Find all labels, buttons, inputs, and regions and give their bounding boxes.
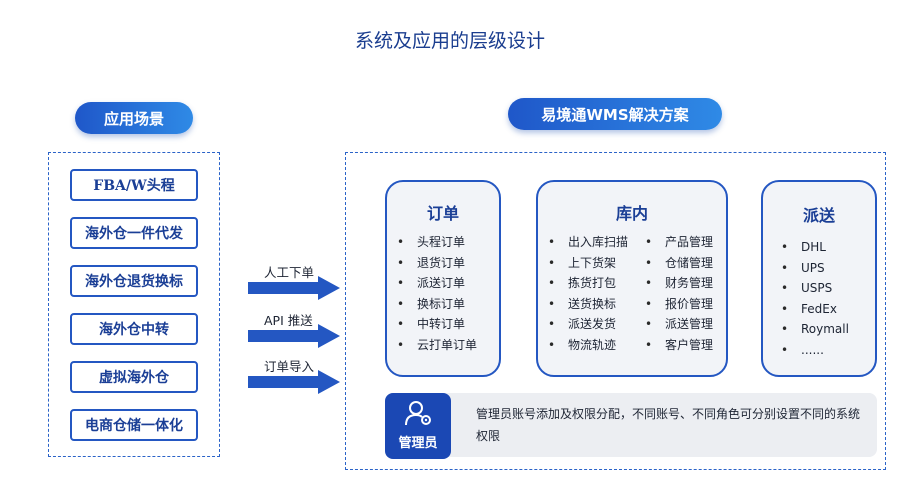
list-item: 换标订单 [397,294,477,315]
diagram-title: 系统及应用的层级设计 [354,30,545,52]
warehouse-list-right: 产品管理 仓储管理 财务管理 报价管理 派送管理 客户管理 [645,232,713,355]
list-item: 仓储管理 [645,253,713,274]
order-card: 订单 头程订单 退货订单 派送订单 换标订单 中转订单 云打单订单 [385,180,501,377]
admin-badge: 管理员 [385,393,451,459]
list-item: 派送管理 [645,314,713,335]
list-item: 拣货打包 [548,273,628,294]
delivery-list: DHL UPS USPS FedEx Roymall ...... [781,237,849,360]
input-label-import: 订单导入 [264,359,315,374]
list-item: 上下货架 [548,253,628,274]
list-item: ...... [781,340,849,361]
input-label-manual: 人工下单 [264,265,315,280]
warehouse-card-title: 库内 [615,204,648,223]
list-item: 客户管理 [645,335,713,356]
list-item: 送货换标 [548,294,628,315]
list-item: 派送发货 [548,314,628,335]
scenario-frame [48,152,220,457]
scenario-item-1: FBA/W头程 [70,169,198,201]
list-item: USPS [781,278,849,299]
right-arrow-icon [248,276,340,300]
warehouse-list-left: 出入库扫描 上下货架 拣货打包 送货换标 派送发货 物流轨迹 [548,232,628,355]
list-item: 派送订单 [397,273,477,294]
admin-panel [385,393,877,457]
solution-frame [345,152,886,470]
right-arrow-icon [248,324,340,348]
scenario-header: 应用场景 [75,102,193,134]
list-item: 出入库扫描 [548,232,628,253]
solution-header: 易境通WMS解决方案 [508,98,722,130]
input-label-api: API 推送 [264,313,313,328]
scenario-item-4: 海外仓中转 [70,313,198,345]
list-item: FedEx [781,299,849,320]
list-item: 云打单订单 [397,335,477,356]
order-card-title: 订单 [426,204,459,223]
scenario-item-6: 电商仓储一体化 [70,409,198,441]
list-item: 物流轨迹 [548,335,628,356]
list-item: 中转订单 [397,314,477,335]
delivery-card-title: 派送 [802,206,835,225]
warehouse-card: 库内 出入库扫描 上下货架 拣货打包 送货换标 派送发货 物流轨迹 产品管理 仓… [536,180,728,377]
list-item: Roymall [781,319,849,340]
list-item: UPS [781,258,849,279]
list-item: 退货订单 [397,253,477,274]
delivery-card: 派送 DHL UPS USPS FedEx Roymall ...... [761,180,877,377]
user-gear-icon [405,401,431,426]
list-item: 产品管理 [645,232,713,253]
order-list: 头程订单 退货订单 派送订单 换标订单 中转订单 云打单订单 [397,232,477,355]
list-item: DHL [781,237,849,258]
admin-description: 管理员账号添加及权限分配，不同账号、不同角色可分别设置不同的系统权限 [476,407,861,443]
list-item: 财务管理 [645,273,713,294]
scenario-item-5: 虚拟海外仓 [70,361,198,393]
admin-label: 管理员 [398,436,438,451]
scenario-item-2: 海外仓一件代发 [70,217,198,249]
right-arrow-icon [248,370,340,394]
list-item: 报价管理 [645,294,713,315]
scenario-item-3: 海外仓退货换标 [70,265,198,297]
list-item: 头程订单 [397,232,477,253]
